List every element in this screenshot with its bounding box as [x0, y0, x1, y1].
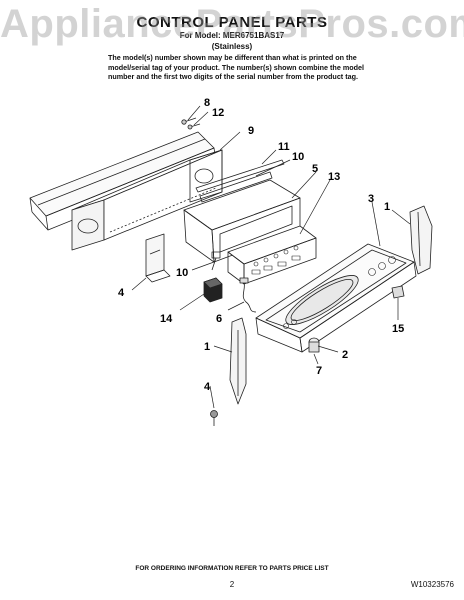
callout-4-upper: 4 [118, 287, 125, 299]
callout-1-right: 1 [384, 201, 390, 213]
callout-8: 8 [204, 97, 210, 109]
part-10-bracket [199, 171, 273, 203]
part-11-strip [195, 159, 285, 193]
part-8-screw [181, 117, 201, 130]
part-15-clip [391, 285, 405, 299]
part-9-housing [71, 149, 223, 251]
callout-11: 11 [278, 141, 290, 153]
part-2-knob [308, 337, 320, 353]
callout-5: 5 [312, 163, 318, 175]
finish-label: (Stainless) [211, 42, 253, 51]
callout-6: 6 [216, 313, 222, 325]
note-line: model/serial tag of your product. The nu… [108, 62, 364, 72]
callout-15: 15 [392, 323, 404, 335]
model-note: The model(s) number shown may be differe… [108, 53, 364, 82]
page-number: 2 [229, 580, 235, 589]
callout-1-left: 1 [204, 341, 210, 353]
callout-2: 2 [342, 349, 348, 361]
callout-13: 13 [328, 171, 340, 183]
part-3-control-panel [255, 243, 417, 353]
callout-12: 12 [212, 107, 224, 119]
note-line: The model(s) number shown may be differe… [108, 53, 357, 62]
callout-10-lower: 10 [176, 267, 188, 279]
part-13-control-board [227, 225, 317, 285]
part-4-screw [210, 410, 218, 426]
callout-4-lower: 4 [204, 381, 211, 393]
model-number: For Model: MER6751BAS17 [179, 31, 285, 40]
document-number: W10323576 [410, 580, 454, 589]
page-title: CONTROL PANEL PARTS [136, 14, 328, 31]
callout-10-upper: 10 [292, 151, 304, 163]
note-line: number and the first two digits of the s… [108, 72, 358, 81]
part-4-bracket [145, 233, 171, 283]
part-10-clip [211, 251, 221, 271]
part-1-end-cap-right [409, 205, 433, 275]
part-6-wire-harness [239, 277, 257, 313]
ordering-footer: FOR ORDERING INFORMATION REFER TO PARTS … [135, 565, 329, 572]
callout-14: 14 [160, 313, 173, 325]
callout-numbers: 8 12 9 11 10 5 13 3 1 4 10 14 6 15 2 7 1… [118, 97, 404, 393]
leader-lines [131, 105, 411, 409]
part-1-end-cap-left [229, 317, 247, 405]
callout-9: 9 [248, 125, 254, 137]
part-14-switch [203, 277, 223, 303]
callout-3: 3 [368, 193, 374, 205]
callout-7: 7 [316, 365, 322, 377]
